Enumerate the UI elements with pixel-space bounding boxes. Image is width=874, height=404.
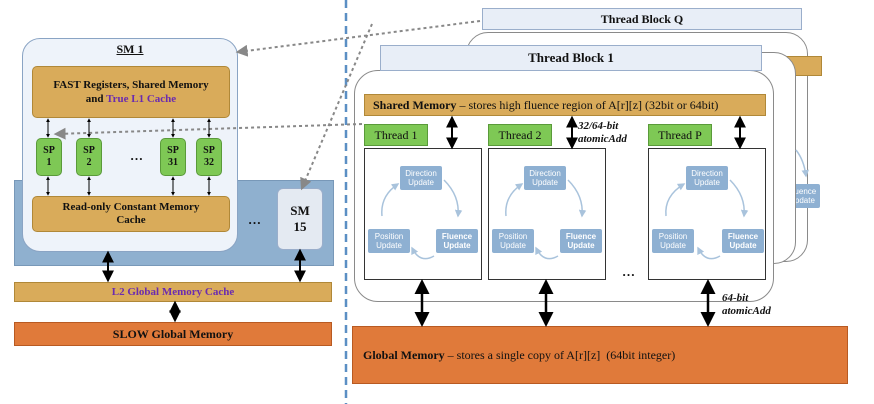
atomicadd-shared-line1: 32/64-bit — [578, 120, 619, 132]
fluence-update-step: Fluence Update — [560, 229, 602, 253]
atomicadd-global-line2: atomicAdd — [722, 305, 771, 317]
thread-ellipsis: … — [622, 264, 636, 279]
atomicadd-global-line1: 64-bit — [722, 292, 749, 304]
shared-memory-label: Shared Memory — [373, 97, 457, 112]
shared-memory-desc: – stores high fluence region of A[r][z] … — [456, 97, 719, 112]
sp-label: SP — [83, 145, 95, 156]
sp-label: SP — [203, 145, 215, 156]
global-memory-label: Global Memory — [363, 347, 445, 362]
readonly-line1: Read-only Constant Memory — [62, 201, 200, 213]
atomicadd-shared-line2: atomicAdd — [578, 133, 627, 145]
sp-label: SP — [43, 145, 55, 156]
fast-memory-box: FAST Registers, Shared Memory and True L… — [32, 66, 230, 118]
sp-number: 32 — [203, 157, 214, 168]
l2-cache-box: L2 Global Memory Cache — [14, 282, 332, 302]
slow-global-memory-box: SLOW Global Memory — [14, 322, 332, 346]
thread-label: Thread 1 — [364, 124, 428, 146]
fluence-update-step: Fluence Update — [722, 229, 764, 253]
fast-memory-prefix: and — [85, 93, 107, 105]
global-memory-bar: Global Memory – stores a single copy of … — [352, 326, 848, 384]
sm15-label: SM — [290, 203, 310, 218]
l1-cache-label: True L1 Cache — [106, 93, 177, 105]
direction-update-step: Direction Update — [524, 166, 566, 190]
thread-block-1-title: Thread Block 1 — [380, 45, 762, 71]
sm15-number: 15 — [293, 219, 307, 234]
thread-block-q-title: Thread Block Q — [482, 8, 802, 30]
direction-update-step: Direction Update — [686, 166, 728, 190]
sp-label: SP — [167, 145, 179, 156]
readonly-line2: Cache — [116, 214, 146, 226]
thread-label: Thread P — [648, 124, 712, 146]
readonly-cache-box: Read-only Constant Memory Cache — [32, 196, 230, 232]
atomicadd-shared-note: 32/64-bit atomicAdd — [578, 120, 627, 146]
position-update-step: Position Update — [652, 229, 694, 253]
sm-ellipsis: … — [248, 212, 262, 227]
atomicadd-global-note: 64-bit atomicAdd — [722, 292, 771, 318]
sm1-title: SM 1 — [116, 42, 144, 56]
direction-update-step: Direction Update — [400, 166, 442, 190]
sp-number: 1 — [46, 157, 52, 168]
thread-label: Thread 2 — [488, 124, 552, 146]
global-memory-desc: – stores a single copy of A[r][z] (64bit… — [444, 347, 676, 362]
fluence-update-step: Fluence Update — [436, 229, 478, 253]
shared-memory-bar: Shared Memory – stores high fluence regi… — [364, 94, 766, 116]
fast-memory-line2: and True L1 Cache — [53, 92, 208, 106]
sp-number: 31 — [167, 157, 178, 168]
position-update-step: Position Update — [492, 229, 534, 253]
sp-ellipsis: … — [130, 148, 144, 163]
fast-memory-line1: FAST Registers, Shared Memory — [53, 79, 209, 91]
sp-number: 2 — [86, 157, 92, 168]
position-update-step: Position Update — [368, 229, 410, 253]
